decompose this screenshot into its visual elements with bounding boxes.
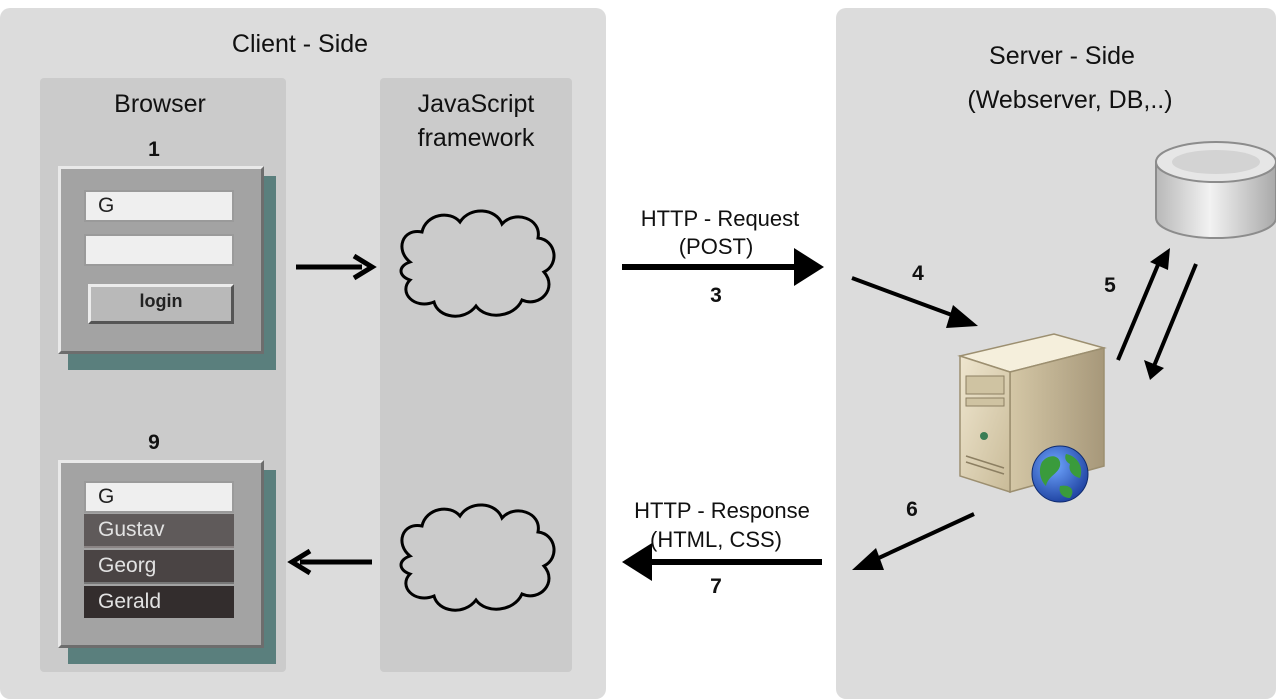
step-9-label: 9 bbox=[148, 431, 160, 454]
step-1-label: 1 bbox=[148, 138, 160, 161]
http-request-method: (POST) bbox=[678, 234, 754, 259]
arrow-from-server bbox=[852, 512, 975, 570]
suggestion-georg[interactable]: Georg bbox=[84, 550, 234, 584]
framework-label-line1: JavaScript bbox=[417, 90, 535, 118]
arrow-to-server bbox=[851, 276, 978, 328]
cloud-2-icon bbox=[399, 209, 556, 318]
http-request-label: HTTP - Request bbox=[640, 206, 800, 231]
arrow-browser-to-framework bbox=[296, 253, 377, 281]
database-icon bbox=[1155, 141, 1276, 239]
step-5-label: 5 bbox=[1104, 274, 1116, 297]
http-response-arrow bbox=[622, 543, 822, 581]
http-response-label: HTTP - Response bbox=[634, 498, 810, 523]
server-side-subtitle: (Webserver, DB,..) bbox=[967, 86, 1173, 114]
step-3-label: 3 bbox=[710, 284, 722, 307]
browser-label: Browser bbox=[114, 90, 206, 118]
step-6-label: 6 bbox=[906, 498, 918, 521]
suggestion-gustav[interactable]: Gustav bbox=[84, 514, 234, 548]
http-response-content: (HTML, CSS) bbox=[650, 527, 782, 552]
username-field[interactable]: G bbox=[84, 190, 234, 222]
framework-label-line2: framework bbox=[417, 124, 535, 152]
globe-icon bbox=[1031, 445, 1089, 503]
http-request-arrow bbox=[622, 248, 824, 286]
password-field[interactable] bbox=[84, 234, 234, 266]
arrow-server-to-database bbox=[1116, 248, 1170, 361]
server-side-title: Server - Side bbox=[989, 42, 1135, 70]
step-4-label: 4 bbox=[912, 262, 924, 285]
cloud-8-icon bbox=[399, 503, 556, 612]
suggestion-gerald[interactable]: Gerald bbox=[84, 586, 234, 618]
client-side-title: Client - Side bbox=[231, 30, 369, 58]
login-button[interactable]: login bbox=[88, 284, 234, 324]
step-7-label: 7 bbox=[710, 575, 722, 598]
arrow-database-to-server bbox=[1144, 263, 1198, 380]
autocomplete-input[interactable]: G bbox=[84, 481, 234, 513]
arrow-framework-to-browser bbox=[287, 548, 372, 576]
